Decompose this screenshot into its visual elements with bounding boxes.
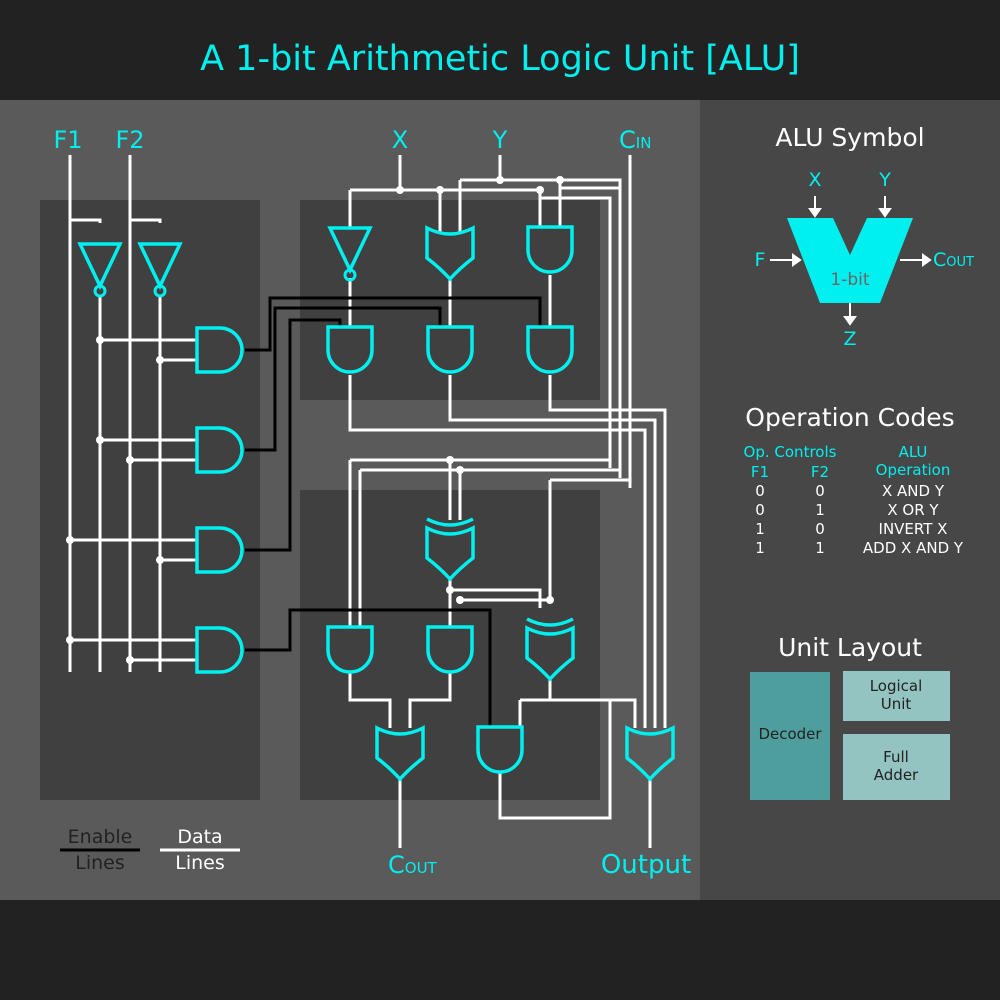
layout-decoder-label: Decoder [758, 725, 822, 743]
layout-logical-box [843, 671, 950, 721]
data-wires [68, 155, 667, 848]
input-label-f2: F2 [115, 126, 144, 154]
output-label-output: Output [601, 850, 691, 880]
legend-data-line-1: Data [177, 826, 222, 848]
alu-symbol-body [787, 218, 913, 303]
layout-decoder-box [750, 672, 830, 800]
unit-layout: Unit Layout Decoder Logical Unit Full Ad… [750, 633, 950, 800]
opcode-cell-op: ADD X AND Y [863, 539, 964, 557]
input-label-x: X [392, 126, 408, 154]
unit-layout-heading: Unit Layout [778, 633, 922, 662]
alu-symbol-f-label: F [755, 249, 766, 271]
opcode-cell-f1: 1 [755, 520, 765, 538]
legend-enable-line-1: Enable [68, 826, 133, 848]
alu-symbol: ALU Symbol X Y 1-bit F COUT Z [755, 123, 974, 350]
full-adder-block [300, 490, 600, 800]
alu-symbol-z-label: Z [843, 328, 856, 350]
alu-symbol-body-label: 1-bit [830, 270, 869, 290]
input-label-y: Y [492, 126, 508, 154]
opcode-cell-f1: 0 [755, 501, 765, 519]
alu-symbol-cout-label: COUT [933, 249, 974, 271]
alu-symbol-heading: ALU Symbol [775, 123, 924, 152]
opcode-cell-f2: 1 [815, 501, 825, 519]
decoder-block [40, 200, 260, 800]
layout-adder-box [843, 734, 950, 800]
opcodes-heading: Operation Codes [745, 403, 954, 432]
opcodes-controls-header: Op. Controls [744, 443, 837, 461]
enable-wires [245, 296, 542, 728]
layout-logical-label-2: Unit [881, 695, 912, 713]
operation-codes: Operation Codes Op. Controls ALU Operati… [744, 403, 964, 557]
alu-symbol-y-label: Y [878, 169, 891, 191]
opcode-cell-op: X AND Y [882, 482, 945, 500]
opcode-cell-f1: 0 [755, 482, 765, 500]
opcodes-col-f1: F1 [751, 463, 769, 481]
layout-logical-label-1: Logical [870, 677, 923, 695]
footer-bar [0, 900, 1000, 1000]
page-title: A 1-bit Arithmetic Logic Unit [ALU] [200, 39, 800, 79]
opcode-cell-f2: 0 [815, 482, 825, 500]
legend-enable-line-2: Lines [75, 852, 125, 874]
opcode-cell-op: X OR Y [887, 501, 939, 519]
layout-adder-label-2: Adder [874, 766, 919, 784]
opcodes-col-f2: F2 [811, 463, 829, 481]
legend: Enable Lines Data Lines [60, 826, 240, 874]
opcodes-operation-header: Operation [876, 461, 951, 479]
opcode-cell-op: INVERT X [879, 520, 948, 538]
output-label-cout: COUT [388, 851, 438, 879]
layout-adder-label-1: Full [883, 748, 909, 766]
opcode-cell-f2: 1 [815, 539, 825, 557]
opcode-cell-f1: 1 [755, 539, 765, 557]
junctions [66, 176, 564, 664]
legend-data-line-2: Lines [175, 852, 225, 874]
alu-symbol-x-label: X [808, 169, 821, 191]
header-bar [0, 0, 1000, 100]
opcode-cell-f2: 0 [815, 520, 825, 538]
input-label-cin: CIN [619, 126, 651, 154]
input-label-f1: F1 [53, 126, 82, 154]
opcodes-alu-header: ALU [899, 443, 928, 461]
